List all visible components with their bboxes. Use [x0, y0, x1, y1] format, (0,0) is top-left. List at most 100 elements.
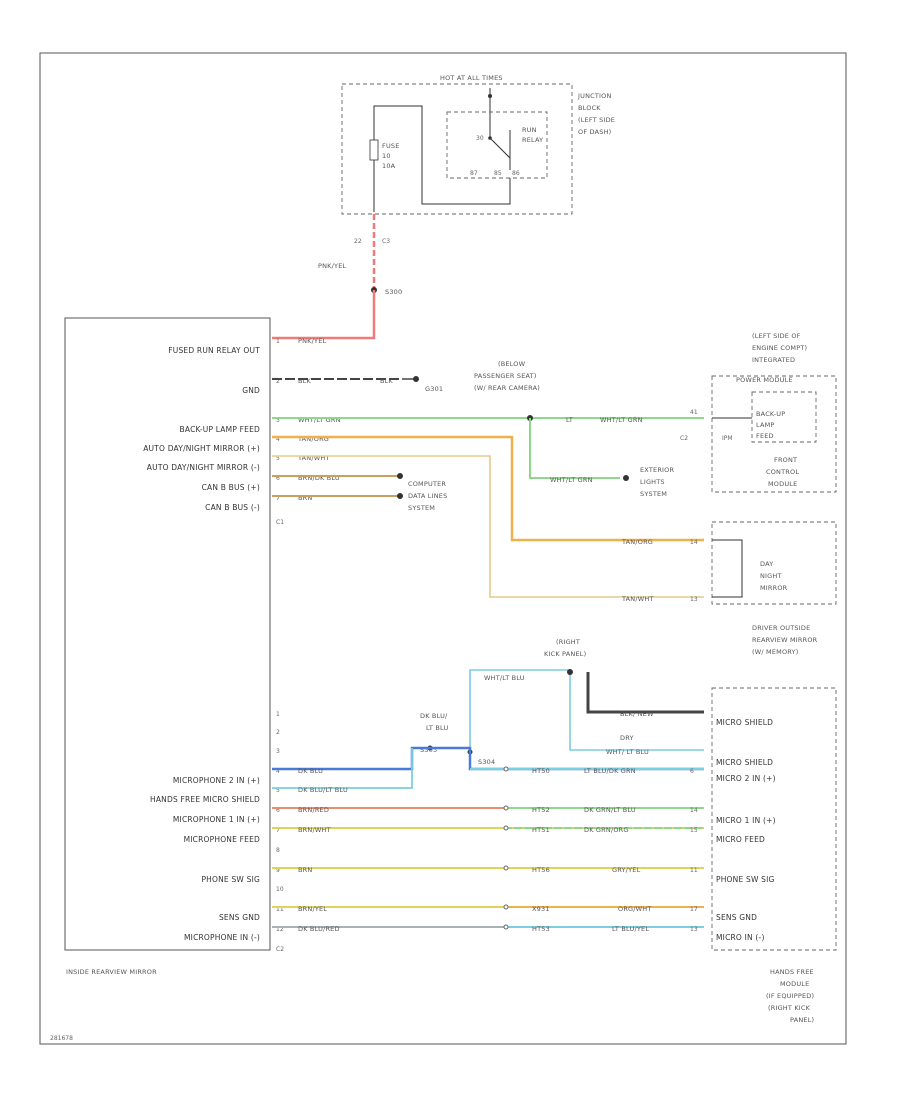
data-links-label-3: SYSTEM [408, 504, 435, 512]
pin-12-lower: 12 [276, 926, 284, 933]
headliner-splice-dot [567, 669, 573, 675]
tipm-connector: C2 [680, 435, 688, 442]
circuit-label-5: X931 [532, 905, 550, 913]
relay-pin-86: 86 [512, 170, 520, 177]
fuse-label-3: 10A [382, 162, 396, 170]
day-night-pos-wire [272, 435, 704, 542]
lower-shield-wire-label: WHT/ LT BLU [606, 748, 649, 756]
hfm-pin-micro-shield-2: MICRO SHIELD [716, 758, 773, 767]
pin-6-upper: 6 [276, 475, 280, 482]
relay-label-1: RUN [522, 126, 537, 134]
pin-6-lower: 6 [276, 807, 280, 814]
camera-wire-label-b: WHT/LT GRN [600, 416, 643, 424]
right-wire-label-6: LT BLU/YEL [612, 925, 649, 933]
outside-mirror-label-1: DAY [760, 560, 773, 568]
exterior-lights-label-1: EXTERIOR [640, 466, 674, 474]
pin-label-mic1-in: MICROPHONE 1 IN (+) [173, 815, 260, 824]
wire-label-6: BRN/DK BLU [298, 474, 340, 482]
hands-free-module: MICRO SHIELD MICRO SHIELD MICRO 2 IN (+)… [711, 687, 837, 1024]
fcm-label-3: MODULE [768, 480, 797, 488]
outside-pin-b: 13 [690, 596, 698, 603]
wire-label-l11: BRN/YEL [298, 905, 327, 913]
pin-1-upper: 1 [276, 338, 280, 345]
junction-block-label-2: BLOCK [578, 104, 601, 112]
wire-label-l4: DK BLU [298, 767, 323, 775]
splice-s303-label: S303 [420, 746, 437, 754]
tipm-name: POWER MODULE [736, 376, 793, 384]
outside-mirror-name-1: DRIVER OUTSIDE [752, 624, 810, 632]
pin-label-micro-shield: HANDS FREE MICRO SHIELD [150, 795, 260, 804]
right-wire-label-3: DK GRN/ORG [584, 826, 629, 834]
inline-connector-icon [503, 766, 509, 772]
headliner-label-1: (RIGHT [556, 638, 580, 646]
right-pin-1: 6 [690, 768, 694, 775]
circuit-label-3: HT51 [532, 826, 550, 834]
pin-label-fused-run: FUSED RUN RELAY OUT [168, 346, 260, 355]
outside-mirror-internal-wire [712, 539, 743, 598]
fuse-icon [369, 139, 379, 161]
right-wire-label-5: ORG/WHT [618, 905, 652, 913]
pin-5-upper: 5 [276, 455, 280, 462]
circuit-label-2: HT52 [532, 806, 550, 814]
junction-block-label-4: OF DASH) [578, 128, 611, 136]
circuit-label-1: HT50 [532, 767, 550, 775]
junction-internal-wire [373, 105, 511, 212]
micro-shield-black-wire [586, 672, 704, 714]
exterior-branch-wire-label: WHT/LT GRN [550, 476, 593, 484]
hfm-name-2: MODULE [780, 980, 809, 988]
exterior-lights-dot [623, 475, 629, 481]
wire-label-4: TAN/ORG [297, 435, 329, 443]
tipm-outline [711, 375, 837, 493]
pin-label-mic-feed: MICROPHONE FEED [184, 835, 260, 844]
right-pin-3: 15 [690, 827, 698, 834]
exterior-lights-branch-wire [529, 418, 620, 479]
relay-pin-87: 87 [470, 170, 478, 177]
inline-connector-icon [503, 865, 509, 871]
wire-label-7: BRN [298, 494, 312, 502]
right-pin-4: 11 [690, 867, 698, 874]
pin-9-lower: 9 [276, 867, 280, 874]
connector-c2: C2 [276, 946, 284, 953]
wire-label-l5: DK BLU/LT BLU [298, 786, 348, 794]
relay-switch-icon [489, 137, 511, 159]
right-wire-label-1: LT BLU/DK GRN [584, 767, 636, 775]
wire-label-l12: DK BLU/RED [298, 925, 340, 933]
day-night-neg-wire [272, 455, 704, 598]
mirror-outline [64, 317, 271, 951]
wire-label-5: TAN/WHT [297, 454, 330, 462]
outside-wire-a-label: TAN/ORG [621, 538, 653, 546]
junction-block: HOT AT ALL TIMES JUNCTION BLOCK (LEFT SI… [341, 74, 615, 245]
inline-connector-icon [503, 825, 509, 831]
wire-label-l6: BRN/RED [298, 806, 329, 814]
headliner-label-2: KICK PANEL) [544, 650, 586, 658]
inline-connector-icon [503, 924, 509, 930]
diagram-frame [39, 52, 847, 1045]
pin-label-can-neg: CAN B BUS (-) [205, 503, 260, 512]
hfm-pin-micro2-in: MICRO 2 IN (+) [716, 774, 776, 783]
pin-label-auto-dn-pos: AUTO DAY/NIGHT MIRROR (+) [143, 444, 260, 453]
fuse-label-1: FUSE [382, 142, 400, 150]
outside-wire-b-label: TAN/WHT [621, 595, 654, 603]
hfm-pin-sens-gnd: SENS GND [716, 913, 757, 922]
pin-label-mic-in-neg: MICROPHONE IN (-) [184, 933, 260, 942]
hot-feed-dot [488, 94, 492, 98]
relay-contact-dot [488, 136, 492, 140]
pin-7-upper: 7 [276, 495, 280, 502]
pnk-wire-to-mirror [272, 290, 376, 340]
junction-pin: 22 [354, 238, 362, 245]
right-pin-2: 14 [690, 807, 698, 814]
pin-label-auto-dn-neg: AUTO DAY/NIGHT MIRROR (-) [147, 463, 260, 472]
pin-3-upper: 3 [276, 417, 280, 424]
pin-4-upper: 4 [276, 436, 280, 443]
pin-11-lower: 11 [276, 906, 284, 913]
junction-block-outline [341, 83, 573, 215]
exterior-lights-label-2: LIGHTS [640, 478, 665, 486]
right-pin-5: 17 [690, 906, 698, 913]
pin-spare-2: 2 [276, 729, 280, 736]
hfm-name-1: HANDS FREE [770, 968, 814, 976]
tipm-location-3: INTEGRATED [752, 356, 795, 364]
can-neg-dot [397, 493, 403, 499]
tipm-feed-label-2: LAMP [756, 421, 775, 429]
tipm-feed-label-3: FEED [756, 432, 774, 440]
